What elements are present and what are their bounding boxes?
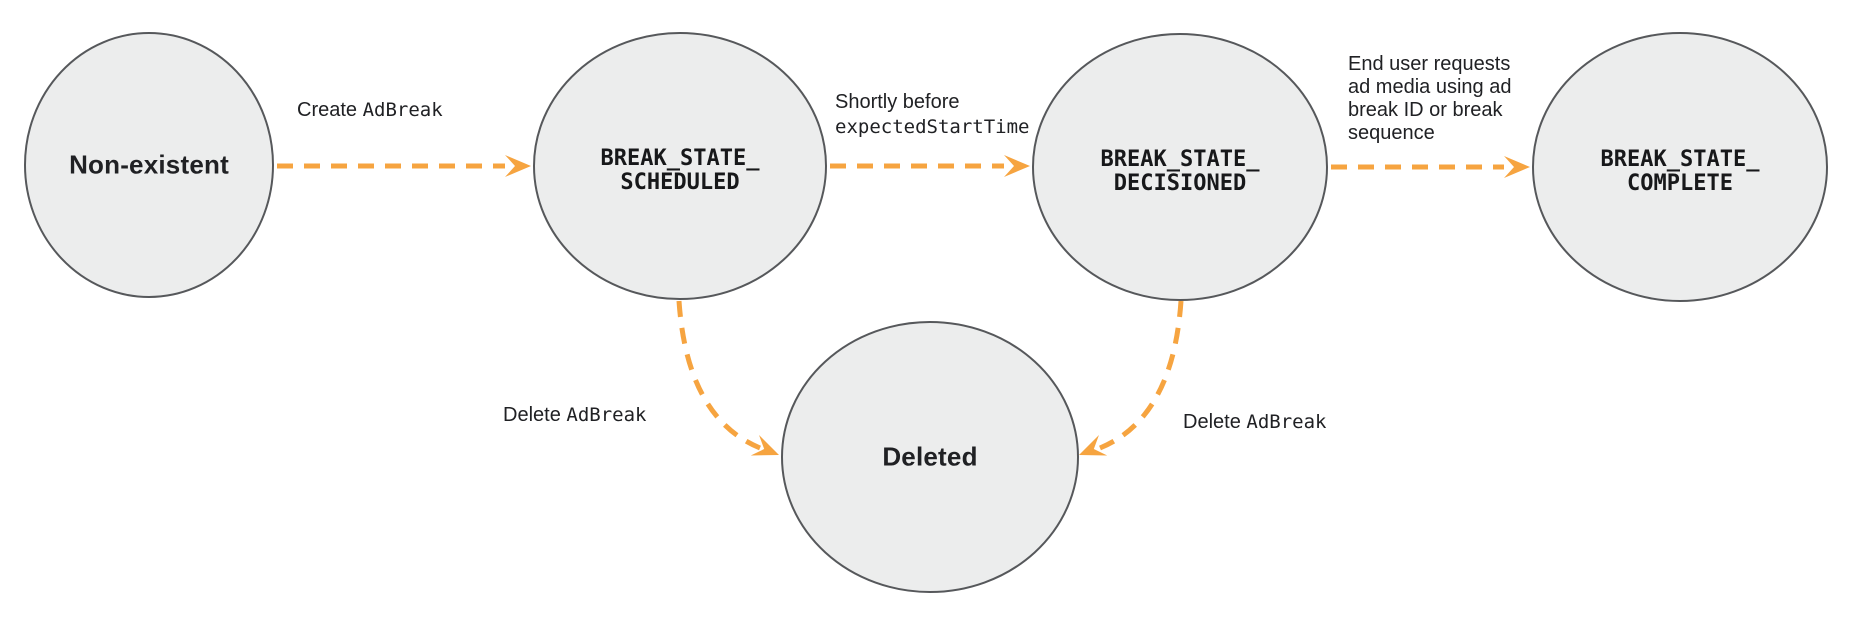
arrowhead-icon — [750, 435, 779, 456]
edge-label-delete-adbreak-left: Delete AdBreak — [503, 403, 646, 428]
edge-delete-adbreak-right — [1099, 300, 1184, 451]
edge-label-text: Shortly before — [835, 91, 960, 113]
edge-label-code: expectedStartTime — [835, 116, 1030, 138]
node-label-line: DECISIONED — [1113, 171, 1247, 196]
edge-label-shortly-before: Shortly before expectedStartTime — [835, 90, 1029, 140]
edge-label-text: Create — [297, 99, 363, 121]
node-label-non-existent: Non-existent — [69, 149, 229, 180]
edge-label-text: Delete — [1183, 411, 1247, 433]
arrowhead-icon — [1079, 435, 1108, 456]
node-label-deleted: Deleted — [882, 441, 978, 472]
edge-label-create-adbreak: Create AdBreak — [297, 98, 443, 123]
node-label-line: BREAK_STATE_ — [600, 146, 760, 171]
node-label-complete: BREAK_STATE_ COMPLETE — [1601, 148, 1760, 196]
arrowhead-icon — [505, 155, 531, 177]
edge-label-end-user-requests: End user requests ad media using ad brea… — [1348, 53, 1511, 145]
edge-label-text: sequence — [1348, 122, 1435, 144]
arrowhead-icon — [1504, 156, 1530, 178]
edge-label-text: End user requests — [1348, 53, 1511, 75]
state-node-decisioned — [1032, 33, 1328, 301]
edge-label-text: Delete — [503, 404, 567, 426]
edge-label-text: break ID or break — [1348, 99, 1503, 121]
state-node-deleted — [781, 321, 1079, 593]
edge-label-code: AdBreak — [362, 99, 443, 121]
node-label-line: SCHEDULED — [620, 170, 740, 195]
state-node-complete — [1532, 32, 1828, 302]
edge-label-text: ad media using ad — [1348, 76, 1512, 98]
edge-delete-adbreak-left — [676, 300, 761, 451]
edge-label-code: AdBreak — [566, 404, 647, 426]
state-node-non-existent — [24, 32, 274, 298]
node-label-decisioned: BREAK_STATE_ DECISIONED — [1101, 148, 1260, 196]
node-label-line: BREAK_STATE_ — [1100, 147, 1260, 172]
node-label-line: BREAK_STATE_ — [1600, 147, 1760, 172]
edge-label-delete-adbreak-right: Delete AdBreak — [1183, 410, 1326, 435]
node-label-line: COMPLETE — [1627, 171, 1733, 196]
arrowhead-icon — [1004, 155, 1030, 177]
node-label-scheduled: BREAK_STATE_ SCHEDULED — [601, 147, 760, 195]
edge-label-code: AdBreak — [1246, 411, 1327, 433]
state-node-scheduled — [533, 32, 827, 300]
